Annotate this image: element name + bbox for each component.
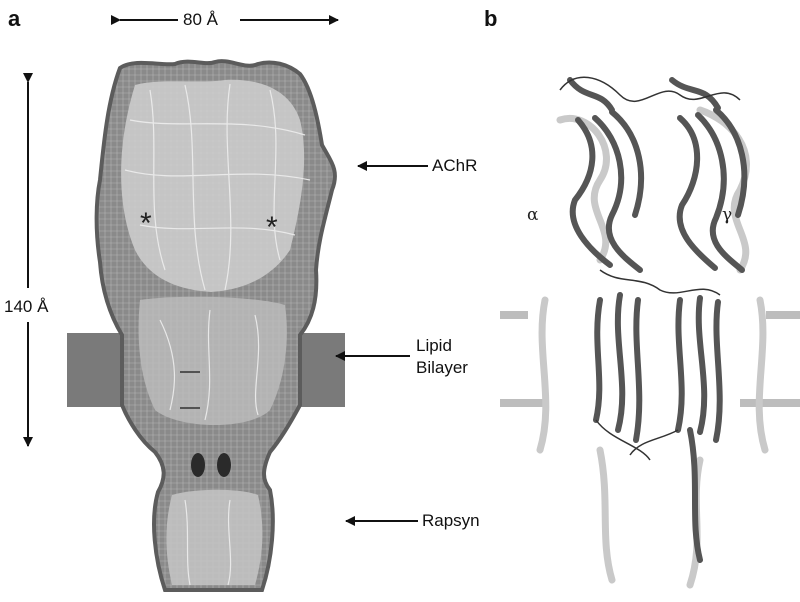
panel-b-letter: b [484,6,497,32]
ion-channel-opening-right [217,453,231,477]
alpha-subunit-label: α [527,205,538,225]
bilayer-label: Bilayer [416,357,468,378]
transmembrane-domain-mesh [139,297,287,425]
gamma-subunit-ribbon [672,80,744,560]
membrane-boundary-upper-right [766,311,800,319]
extracellular-domain-mesh [121,80,304,292]
membrane-boundary-upper-left [500,311,528,319]
alpha-subunit-ribbon [570,80,641,440]
background-subunits [540,110,765,585]
binding-site-asterisk-left: * [140,213,152,234]
height-dimension-label: 140 Å [4,296,48,317]
membrane-boundary-lower-left [500,399,544,407]
panel-a-letter: a [8,6,20,32]
binding-site-asterisk-right: * [266,217,278,238]
membrane-boundary-lower-right [740,399,800,407]
width-dimension-label: 80 Å [183,9,218,30]
ion-channel-opening-left [191,453,205,477]
rapsyn-mesh [166,490,262,585]
lipid-label: Lipid [416,335,452,356]
gamma-subunit-label: γ [722,205,732,225]
achr-label: AChR [432,155,477,176]
rapsyn-label: Rapsyn [422,510,480,531]
